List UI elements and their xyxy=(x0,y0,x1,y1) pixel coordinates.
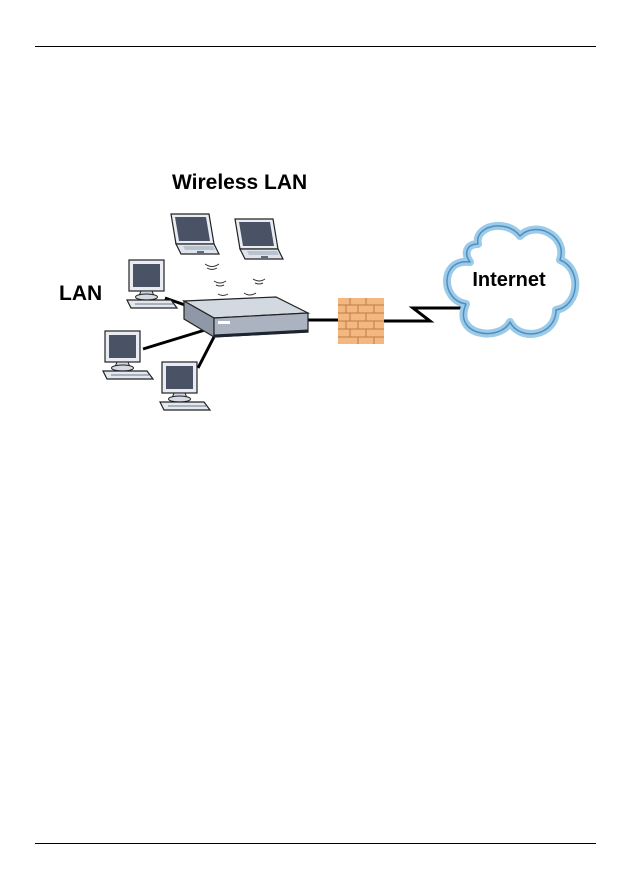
cable-desktop-3 xyxy=(198,333,216,368)
cable-firewall-internet xyxy=(384,308,468,321)
wireless-lan-label: Wireless LAN xyxy=(172,171,307,194)
internet-label: Internet xyxy=(472,269,546,291)
desktop-icon xyxy=(127,260,177,308)
wireless-signal-icon xyxy=(205,264,265,296)
laptop-icon xyxy=(171,214,219,254)
desktop-icon xyxy=(103,331,153,379)
desktop-icon xyxy=(160,362,210,410)
lan-label: LAN xyxy=(59,282,102,305)
firewall-icon xyxy=(338,298,384,344)
cable-desktop-2 xyxy=(143,330,205,349)
footer-rule xyxy=(35,843,596,844)
laptop-icon xyxy=(235,219,283,259)
